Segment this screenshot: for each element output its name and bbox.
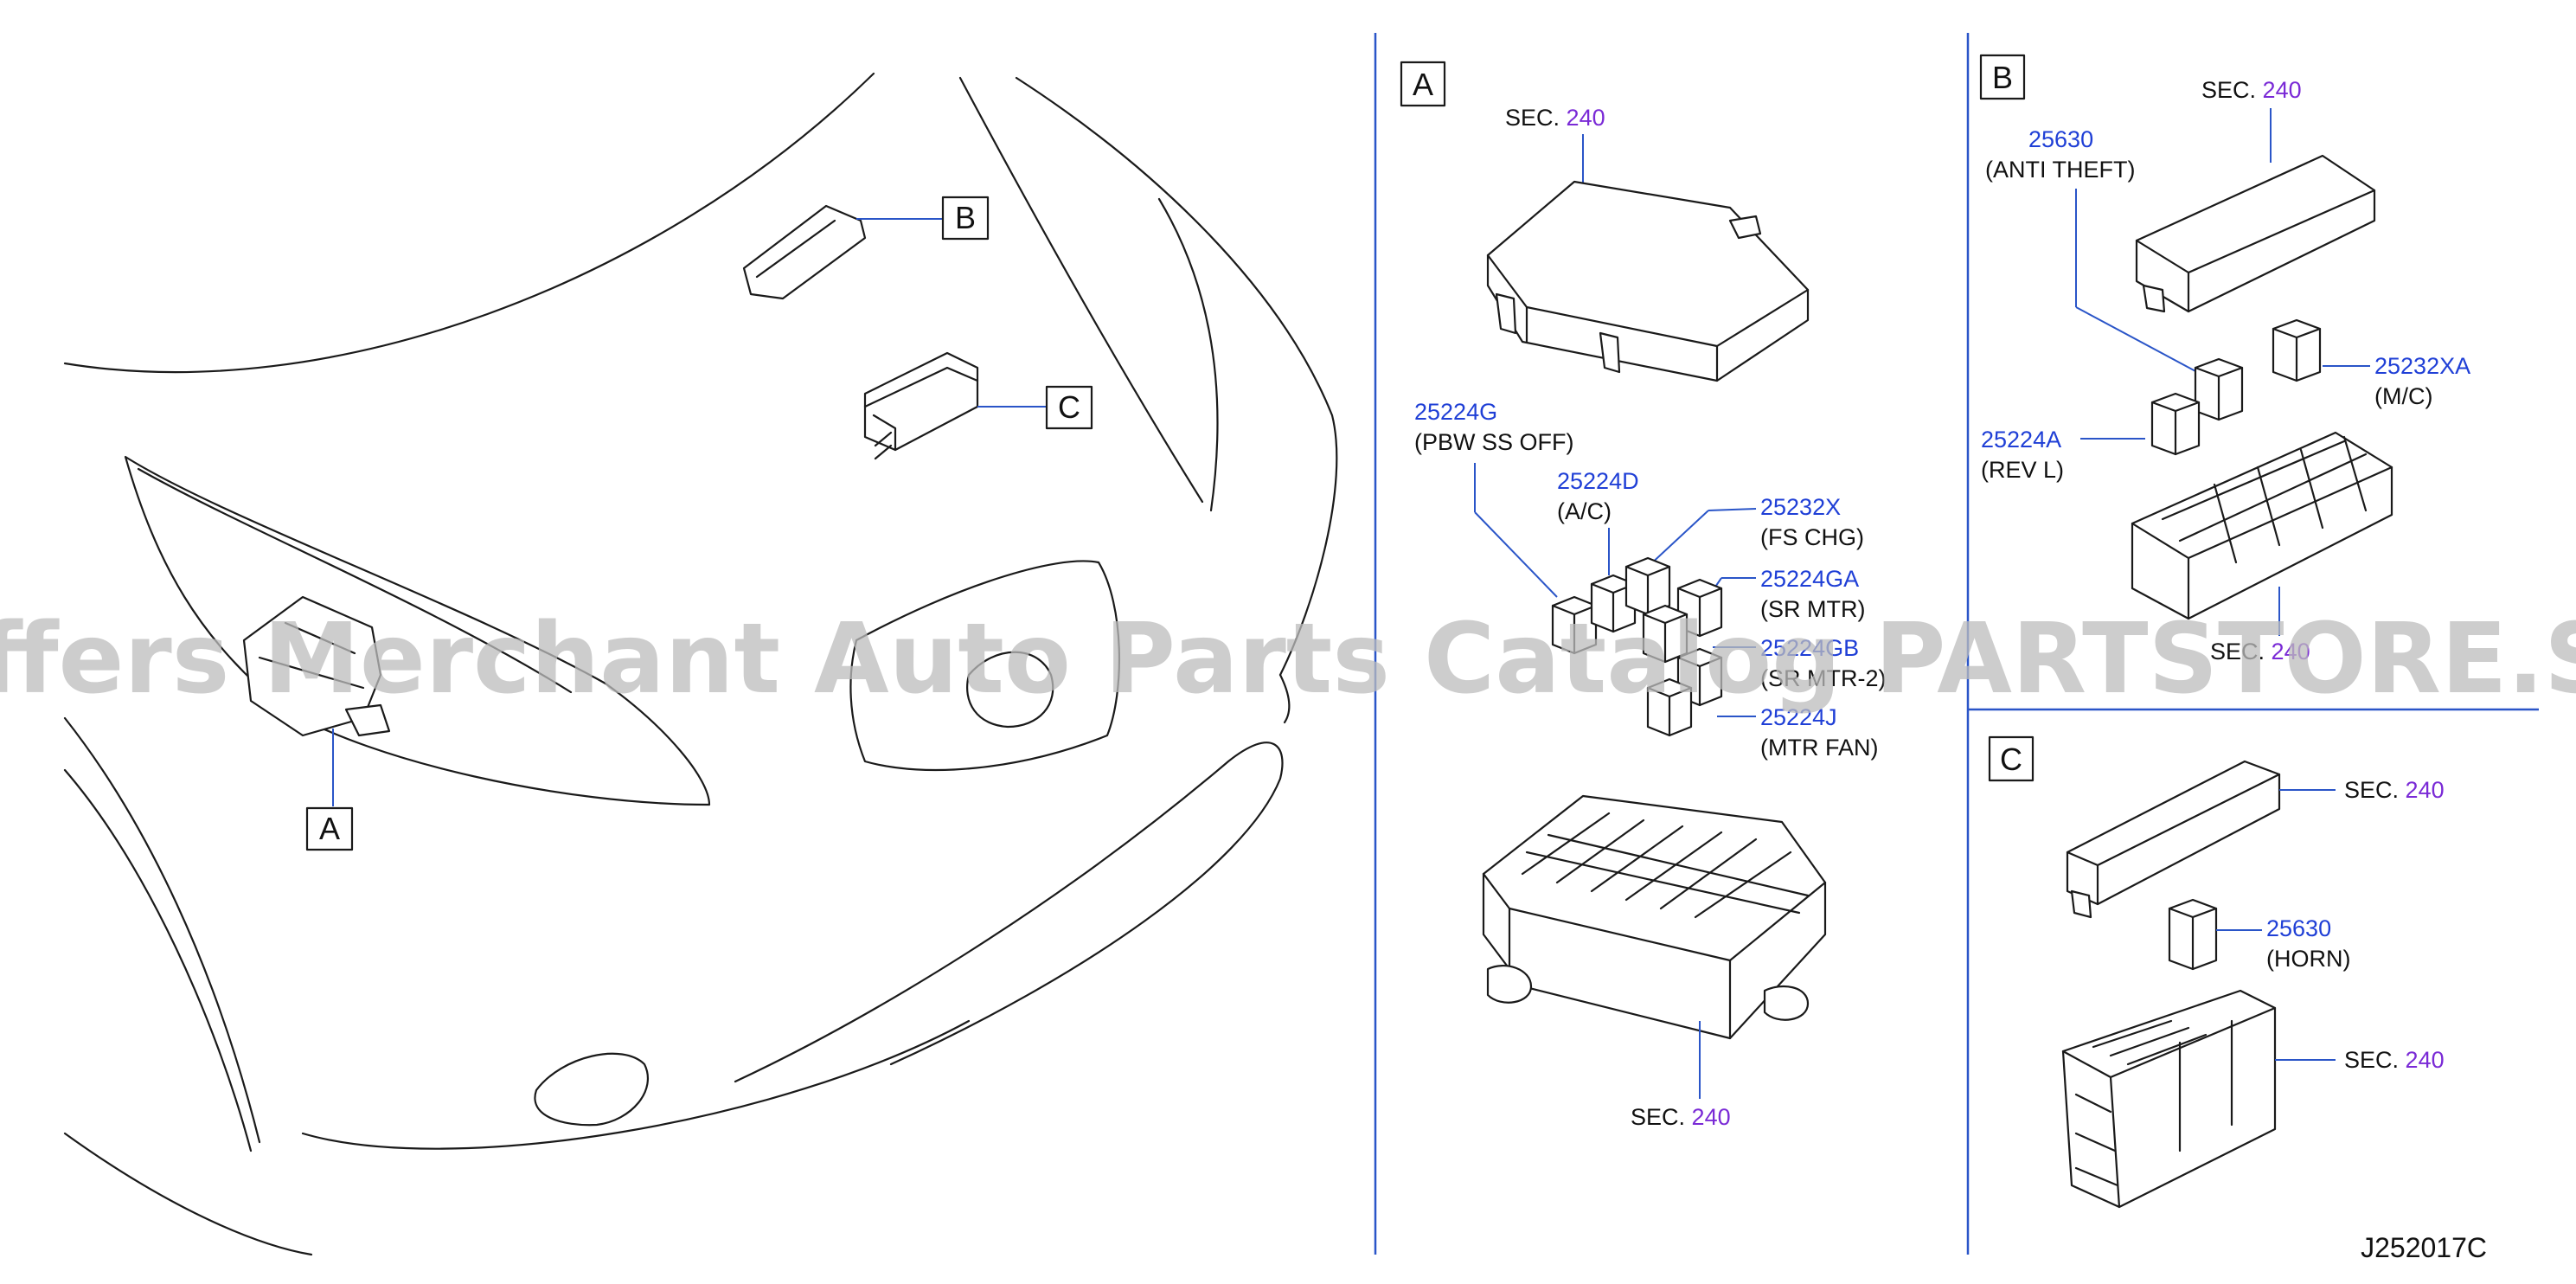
svg-text:(SR MTR): (SR MTR) <box>1760 596 1865 622</box>
part-25224GB: 25224GB <box>1760 635 1859 661</box>
relay-25630-horn <box>2168 898 2218 971</box>
svg-text:(MTR FAN): (MTR FAN) <box>1760 735 1878 761</box>
panel-a: A SEC. 240 25224G (PBW SS OFF) 25224D (A… <box>1400 61 1886 1130</box>
svg-text:(M/C): (M/C) <box>2374 383 2432 409</box>
panel-b-label: B <box>1992 60 2013 95</box>
part-25224A: 25224A <box>1981 427 2061 453</box>
part-25630-horn: 25630 <box>2266 915 2331 941</box>
part-25630-anti-theft: 25630 <box>2028 126 2093 152</box>
svg-text:(A/C): (A/C) <box>1557 498 1612 524</box>
svg-text:(SR MTR-2): (SR MTR-2) <box>1760 665 1886 691</box>
svg-text:(PBW SS OFF): (PBW SS OFF) <box>1414 429 1574 455</box>
panel-a-label: A <box>1413 67 1433 102</box>
fuse-box-cover-c <box>2066 760 2281 919</box>
panel-c-label: C <box>2000 742 2022 777</box>
part-25224GA: 25224GA <box>1760 566 1859 592</box>
part-25224G: 25224G <box>1414 399 1497 425</box>
diagram-code: J252017C <box>2361 1232 2487 1263</box>
part-25232XA: 25232XA <box>2374 353 2470 379</box>
fuse-block-a <box>1482 794 1827 1040</box>
panel-b-block-sec: SEC. 240 <box>2210 639 2310 664</box>
panel-b-cover-sec: SEC. 240 <box>2201 77 2302 103</box>
fuse-box-cover-a <box>1486 180 1810 382</box>
svg-text:(REV L): (REV L) <box>1981 457 2064 483</box>
relay-group-b <box>2150 318 2322 456</box>
car-overview: A B C <box>63 72 1338 1256</box>
panel-c: C SEC. 240 25630 (HORN) SEC. 240 <box>1988 735 2445 1209</box>
svg-text:(ANTI THEFT): (ANTI THEFT) <box>1985 157 2135 183</box>
panel-b-label-box <box>1979 54 2026 100</box>
panel-a-block-sec: SEC. 240 <box>1631 1104 1731 1130</box>
panel-c-cover-sec: SEC. 240 <box>2344 777 2445 803</box>
svg-text:A: A <box>319 811 340 846</box>
svg-text:(FS CHG): (FS CHG) <box>1760 524 1864 550</box>
panel-a-label-box <box>1400 61 1446 107</box>
callout-a: A <box>305 806 354 851</box>
svg-text:B: B <box>955 200 976 235</box>
svg-text:C: C <box>1058 389 1080 425</box>
callout-b: B <box>941 196 990 241</box>
relay-group-a: 25224G (PBW SS OFF) 25224D (A/C) 25232X … <box>1414 399 1886 761</box>
fuse-block-c <box>2061 989 2277 1209</box>
part-25232X: 25232X <box>1760 494 1841 520</box>
svg-text:(HORN): (HORN) <box>2266 946 2350 972</box>
part-25224D: 25224D <box>1557 468 1639 494</box>
callout-c: C <box>1045 385 1093 430</box>
panel-c-block-sec: SEC. 240 <box>2344 1047 2445 1073</box>
panel-c-label-box <box>1988 735 2035 782</box>
fuse-box-cover-b <box>2135 154 2376 313</box>
part-25224J: 25224J <box>1760 704 1837 730</box>
watermark: Offers Merchant Auto Parts Catalog PARTS… <box>0 603 2576 716</box>
panel-b: B SEC. 240 25630 (ANTI THEFT) 25232XA (M… <box>1979 54 2470 664</box>
panel-a-cover-sec: SEC. 240 <box>1505 105 1605 131</box>
fuse-block-b <box>2131 431 2393 620</box>
